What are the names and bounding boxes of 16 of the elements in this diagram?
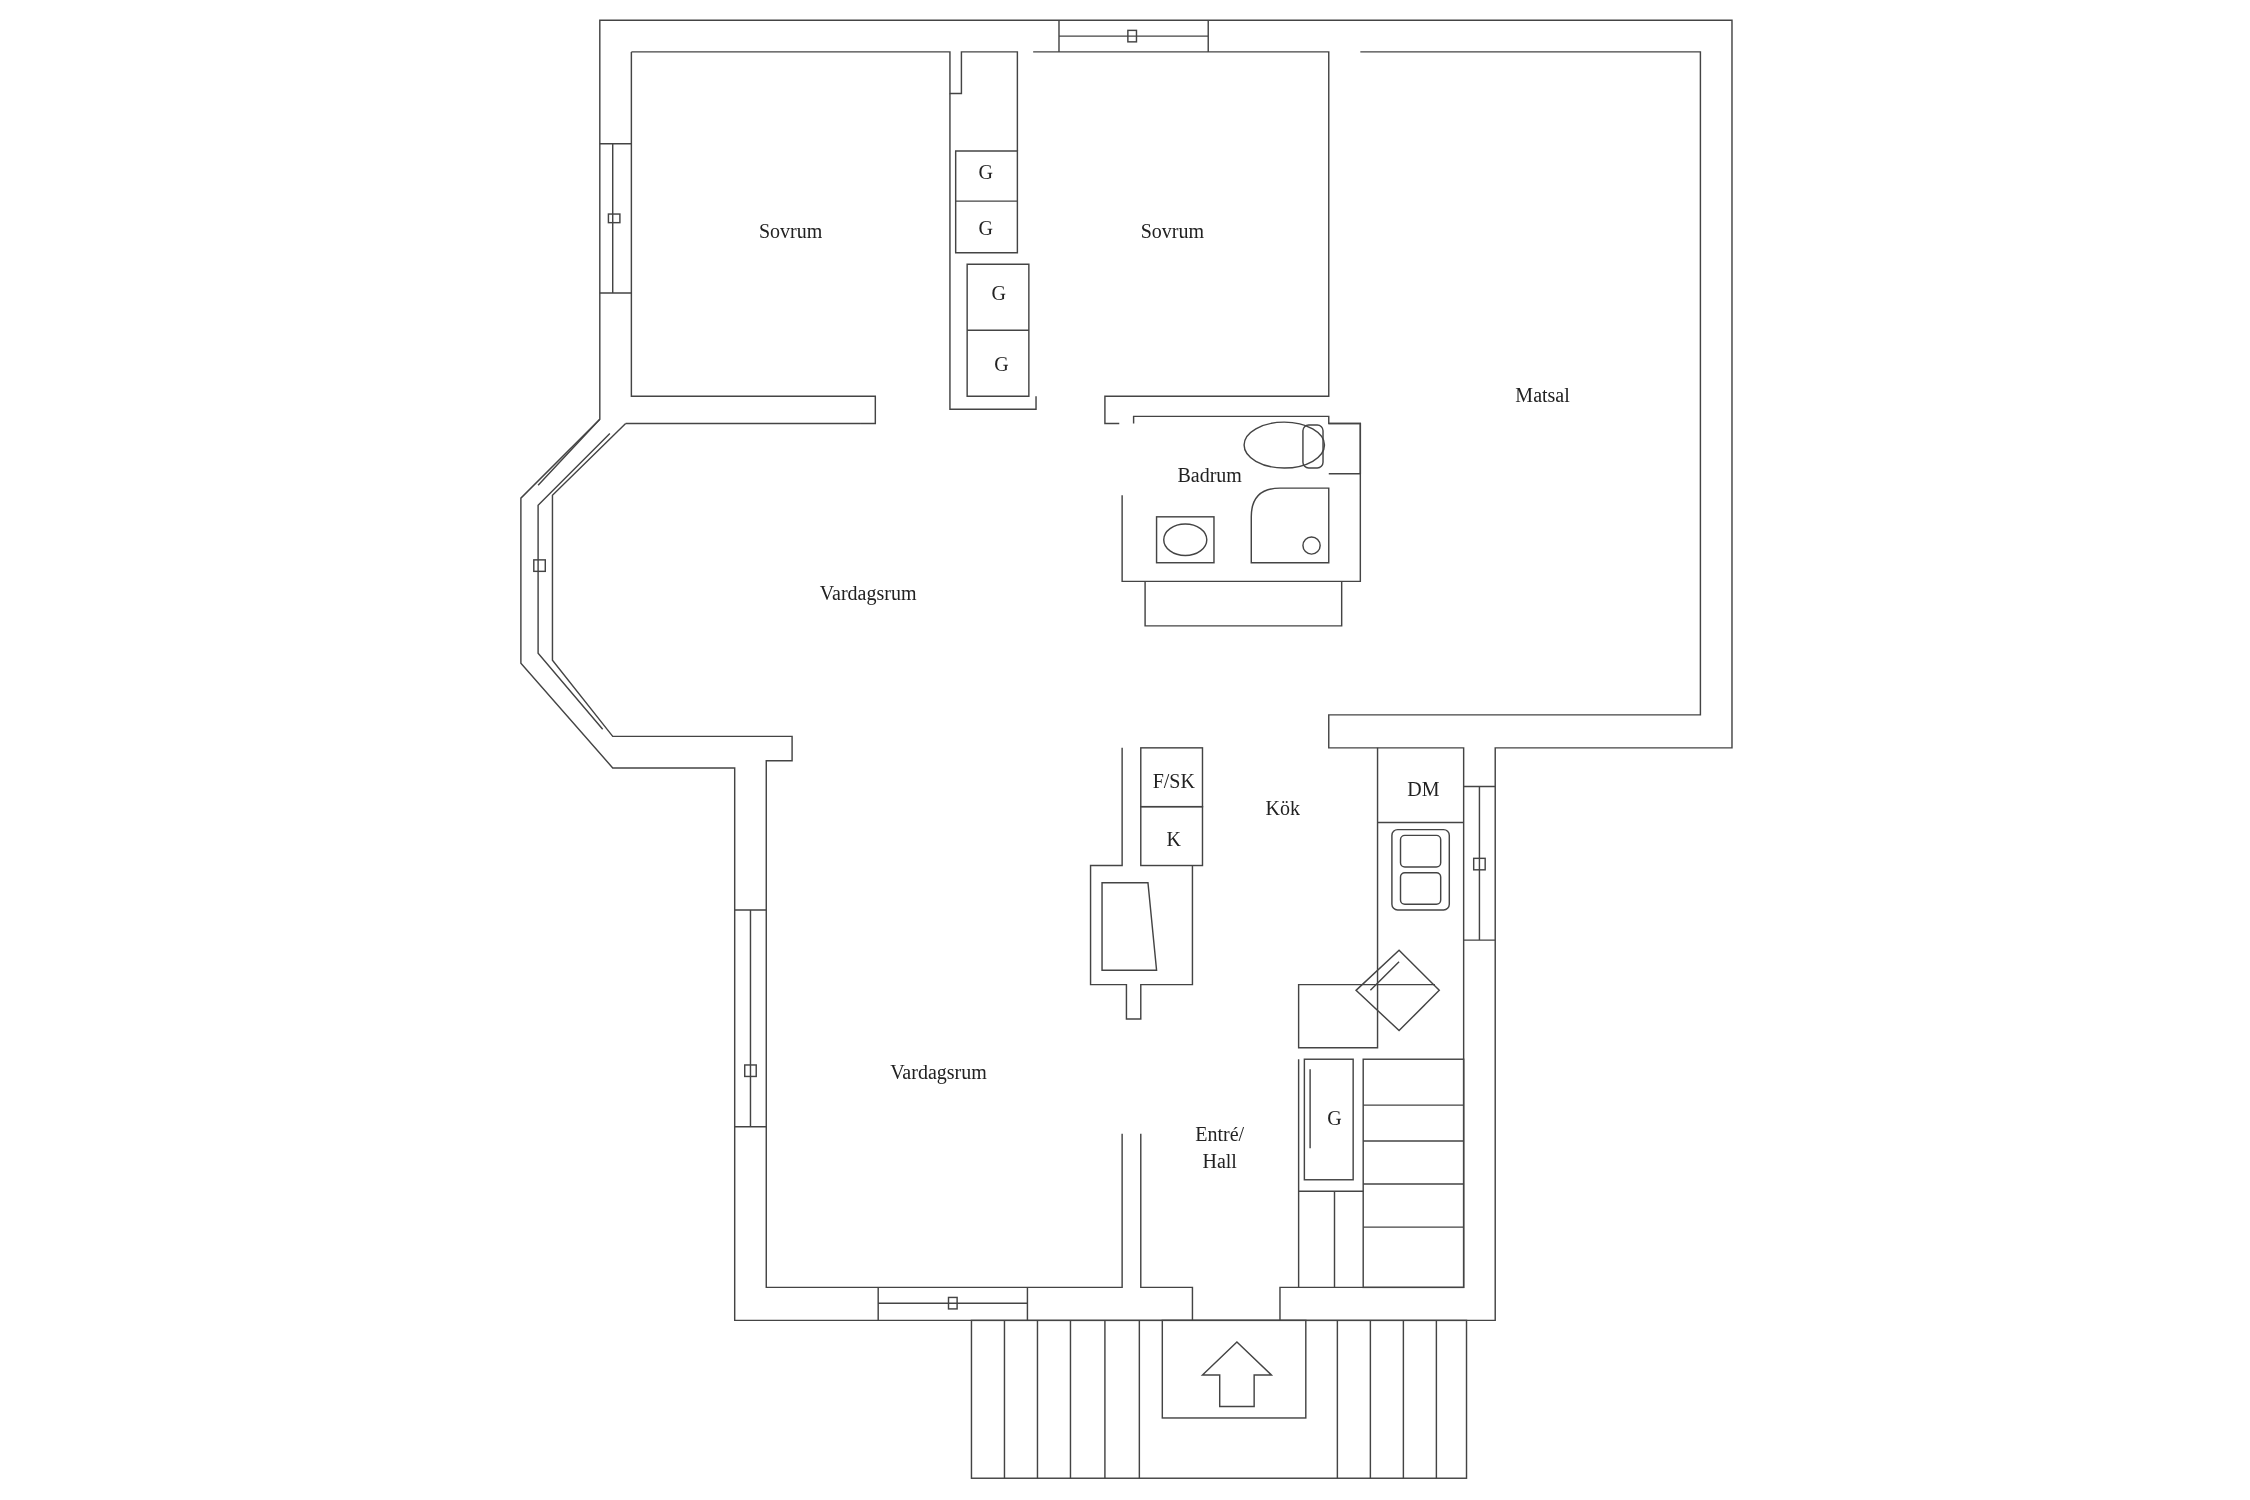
- room-label: Sovrum: [1140, 218, 1204, 244]
- room-label: G: [1327, 1105, 1342, 1131]
- room-label: Sovrum: [759, 218, 823, 244]
- room-label: G: [991, 280, 1006, 306]
- room-label: G: [978, 215, 993, 241]
- room-label: Vardagsrum: [819, 580, 917, 607]
- room-label: DM: [1407, 776, 1440, 802]
- room-label: Vardagsrum: [890, 1059, 987, 1086]
- room-label: F/SK: [1152, 768, 1195, 794]
- room-label: Kök: [1265, 795, 1301, 821]
- room-label: Matsal: [1515, 382, 1570, 408]
- room-label: K: [1166, 826, 1181, 852]
- room-label: G: [978, 159, 993, 185]
- room-label: G: [994, 351, 1009, 377]
- room-label: Badrum: [1177, 462, 1242, 488]
- room-label: Entré/ Hall: [1194, 1121, 1246, 1174]
